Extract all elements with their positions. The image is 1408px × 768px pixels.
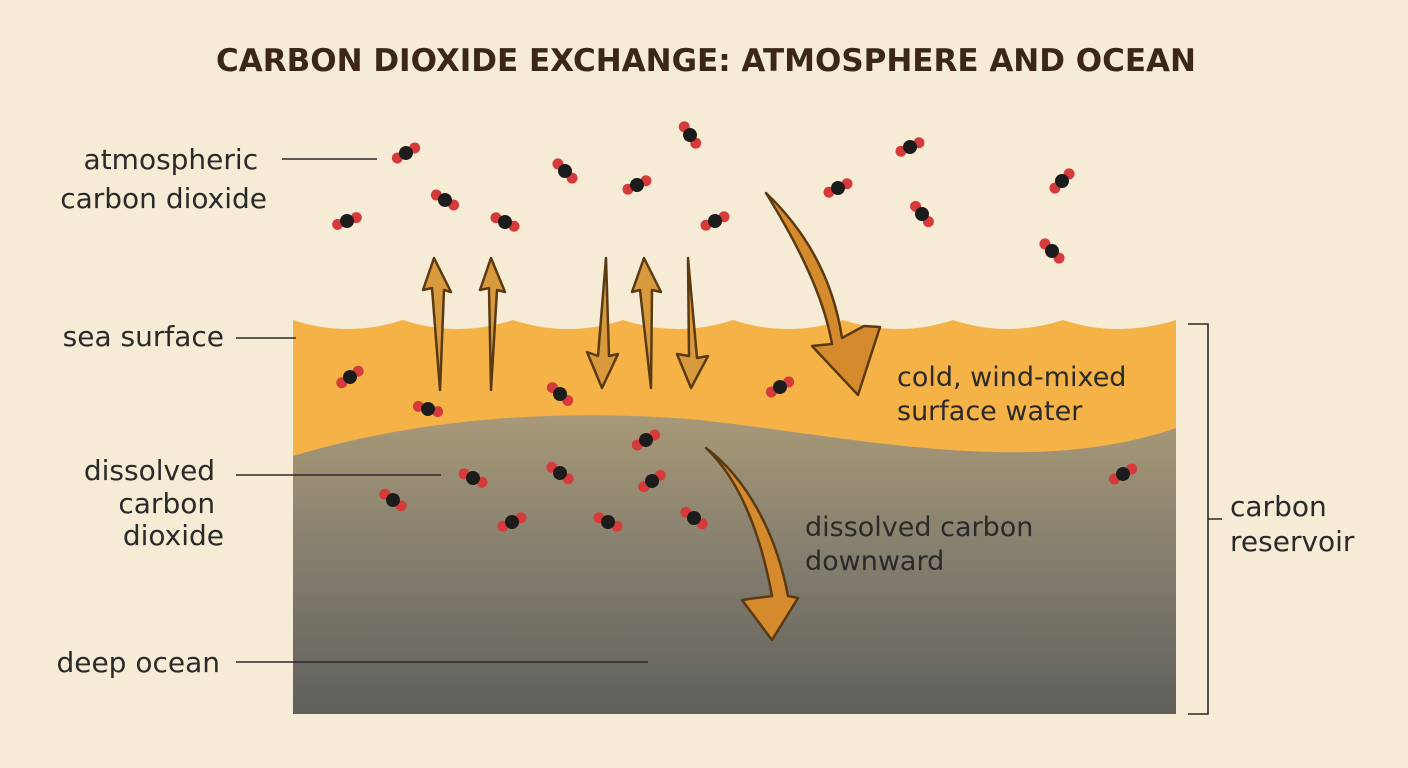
co2-molecule-icon xyxy=(1108,463,1138,485)
carbon-reservoir-label: carbon reservoir xyxy=(1230,490,1355,558)
deep-ocean-layer xyxy=(293,415,1176,714)
outgassing-arrow-1-icon xyxy=(421,256,453,392)
absorption-arrow-1-icon xyxy=(585,256,620,390)
co2-molecule-icon xyxy=(1039,238,1065,264)
co2-molecule-icon xyxy=(593,512,623,532)
downward-label: dissolved carbon downward xyxy=(805,512,1042,577)
co2-molecule-icon xyxy=(1049,168,1075,194)
diagram-title: CARBON DIOXIDE EXCHANGE: ATMOSPHERE AND … xyxy=(216,43,1196,79)
co2-molecule-icon xyxy=(765,376,795,398)
co2-molecule-icon xyxy=(823,178,853,198)
co2-molecule-icon xyxy=(490,212,520,232)
co2-molecule-icon xyxy=(412,400,444,418)
co2-molecule-icon xyxy=(895,137,925,157)
atmospheric-label: atmospheric carbon dioxide xyxy=(60,143,267,215)
absorption-arrow-2-icon xyxy=(675,256,710,390)
co2-molecule-icon xyxy=(680,506,708,530)
co2-molecule-icon xyxy=(546,382,574,406)
co2-molecule-icon xyxy=(497,512,527,532)
co2-molecule-icon xyxy=(336,365,364,389)
co2-molecules xyxy=(332,121,1138,532)
deep-ocean-label: deep ocean xyxy=(56,646,220,679)
co2-molecule-icon xyxy=(700,211,730,231)
reservoir-bracket xyxy=(1188,323,1222,715)
co2-molecule-icon xyxy=(638,469,666,493)
downwelling-arrow-icon xyxy=(764,191,882,397)
co2-molecule-icon xyxy=(546,461,574,485)
sea-surface-label: sea surface xyxy=(63,320,224,353)
sinking-arrow-icon xyxy=(704,446,800,642)
co2-molecule-icon xyxy=(379,488,407,512)
co2-molecule-icon xyxy=(910,200,934,228)
surface-water-label: cold, wind-mixed surface water xyxy=(897,362,1135,427)
co2-molecule-icon xyxy=(552,158,578,184)
co2-molecule-icon xyxy=(622,175,652,195)
co2-molecule-icon xyxy=(631,429,661,451)
co2-molecule-icon xyxy=(391,142,421,164)
dissolved-label: dissolved carbon dioxide xyxy=(84,454,224,552)
outgassing-arrow-2-icon xyxy=(478,256,507,392)
co2-molecule-icon xyxy=(332,212,362,230)
outgassing-arrow-3-icon xyxy=(630,256,663,390)
co2-molecule-icon xyxy=(458,468,488,488)
co2-molecule-icon xyxy=(430,189,460,211)
co2-molecule-icon xyxy=(678,121,702,149)
